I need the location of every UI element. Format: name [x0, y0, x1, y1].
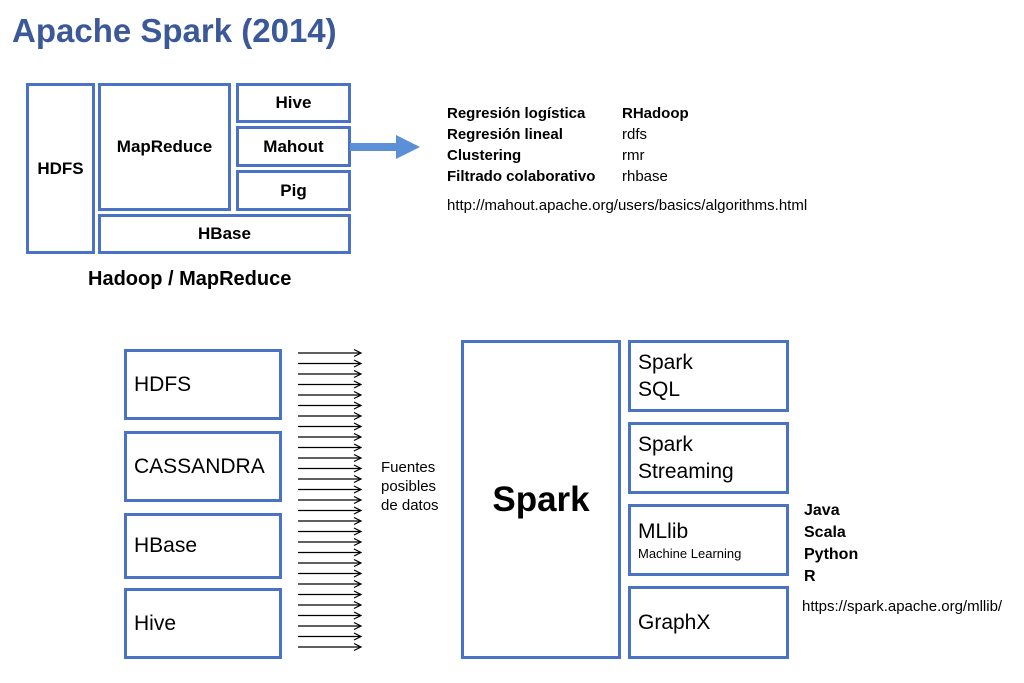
- algorithm-name: Clustering: [447, 147, 522, 164]
- flow-arrow-icon: [298, 506, 363, 515]
- module-label: GraphX: [638, 610, 711, 634]
- flow-arrow-icon: [298, 632, 363, 641]
- algorithm-name: Regresión logística: [447, 105, 586, 122]
- source-cassandra: CASSANDRA: [124, 431, 282, 502]
- flow-arrow-icon: [298, 348, 363, 358]
- flow-arrow-icon: [298, 558, 363, 568]
- algorithm-package: rmr: [622, 147, 645, 164]
- module-spark-sql: Spark SQL: [628, 340, 789, 412]
- flow-arrow-icon: [298, 453, 363, 463]
- mapreduce-box: MapReduce: [98, 83, 231, 211]
- algorithm-name: Regresión lineal: [447, 126, 563, 143]
- language-item: R: [804, 568, 816, 585]
- algorithm-package: RHadoop: [622, 105, 689, 122]
- flow-arrow-icon: [298, 485, 363, 494]
- module-label: Streaming: [638, 460, 734, 483]
- flow-arrow-icon: [298, 495, 363, 505]
- source-hbase: HBase: [124, 513, 282, 579]
- hadoop-caption: Hadoop / MapReduce: [88, 268, 292, 290]
- sources-caption-line: de datos: [381, 497, 439, 514]
- language-item: Python: [804, 546, 859, 563]
- algorithm-name: Filtrado colaborativo: [447, 168, 596, 185]
- flow-arrow-icon: [298, 611, 363, 620]
- module-label: MLlib: [638, 519, 689, 543]
- mahout-url-link[interactable]: http://mahout.apache.org/users/basics/al…: [447, 197, 808, 214]
- flow-arrow-icon: [298, 569, 363, 578]
- mllib-url-link[interactable]: https://spark.apache.org/mllib/: [802, 598, 1003, 615]
- flow-arrow-icon: [298, 390, 363, 400]
- module-label: SQL: [638, 378, 681, 401]
- page-title: Apache Spark (2014): [12, 12, 337, 49]
- language-item: Scala: [804, 524, 846, 541]
- source-hive: Hive: [124, 588, 282, 659]
- flow-arrow-icon: [298, 516, 363, 526]
- spark-core-box: Spark: [461, 340, 621, 659]
- flow-arrow-icon: [298, 642, 363, 652]
- flow-arrow-icon: [298, 380, 363, 389]
- language-item: Java: [804, 502, 840, 519]
- module-sublabel: Machine Learning: [638, 545, 742, 561]
- flow-arrow-icon: [298, 579, 363, 589]
- module-mllib: MLlib Machine Learning: [628, 504, 789, 576]
- flow-arrow-icon: [298, 464, 363, 473]
- hive-box: Hive: [236, 83, 351, 123]
- flow-arrow-icon: [298, 411, 363, 421]
- sources-caption-line: Fuentes: [381, 459, 436, 476]
- sources-caption-line: posibles: [381, 478, 437, 495]
- flow-arrow-icon: [298, 474, 363, 484]
- flow-arrow-icon: [298, 422, 363, 431]
- mahout-box: Mahout: [236, 126, 351, 167]
- languages-list: Java Scala Python R: [804, 500, 858, 588]
- mahout-arrow-icon: [350, 135, 420, 159]
- module-spark-streaming: Spark Streaming: [628, 422, 789, 494]
- flow-arrow-icon: [298, 432, 363, 442]
- flow-arrow-icon: [298, 590, 363, 599]
- data-flow-arrows-icon: [298, 348, 363, 652]
- hdfs-box: HDFS: [26, 83, 95, 254]
- flow-arrow-icon: [298, 537, 363, 547]
- flow-arrow-icon: [298, 369, 363, 379]
- pig-box: Pig: [236, 170, 351, 211]
- flow-arrow-icon: [298, 621, 363, 631]
- flow-arrow-icon: [298, 359, 363, 368]
- hbase-box: HBase: [98, 214, 351, 254]
- flow-arrow-icon: [298, 527, 363, 536]
- flow-arrow-icon: [298, 401, 363, 410]
- algorithm-package: rdfs: [622, 126, 648, 143]
- flow-arrow-icon: [298, 548, 363, 557]
- algorithm-package: rhbase: [622, 168, 668, 185]
- module-label: Spark: [638, 433, 693, 456]
- flow-arrow-icon: [298, 443, 363, 452]
- source-hdfs: HDFS: [124, 349, 282, 420]
- sources-caption: Fuentes posibles de datos: [381, 458, 439, 515]
- module-graphx: GraphX: [628, 586, 789, 659]
- flow-arrow-icon: [298, 600, 363, 610]
- module-label: Spark: [638, 351, 693, 374]
